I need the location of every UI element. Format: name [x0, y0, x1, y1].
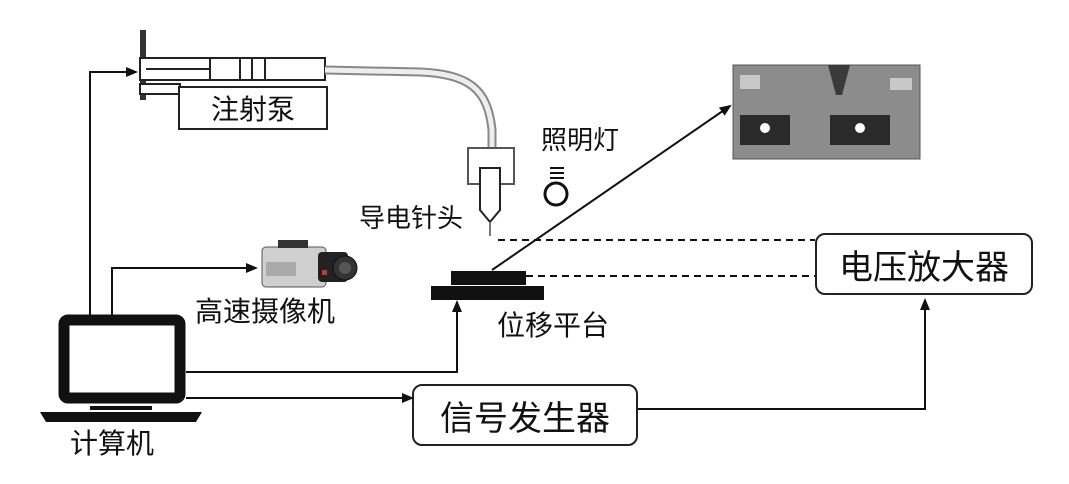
- needle-label: 导电针头: [359, 204, 464, 234]
- bulb-icon: [543, 167, 569, 207]
- amplifier-label: 电压放大器: [839, 247, 1009, 288]
- stage-label: 位移平台: [497, 309, 610, 342]
- amplifier-box: 电压放大器: [815, 233, 1033, 295]
- signal-generator-label: 信号发生器: [440, 398, 610, 439]
- computer-label: 计算机: [70, 427, 155, 460]
- syringe-pump-box: 注射泵: [178, 86, 328, 130]
- arrow-computer-to-camera: [111, 263, 258, 318]
- stage-platform: [431, 271, 544, 300]
- needle-icon: [467, 147, 515, 236]
- arrow-computer-to-stage: [186, 300, 462, 373]
- laptop-icon: [40, 314, 202, 422]
- micrograph-image: [732, 64, 921, 160]
- syringe-pump-label: 注射泵: [210, 93, 295, 126]
- arrow-computer-to-pump: [89, 67, 138, 318]
- camera-label: 高速摄像机: [195, 295, 336, 328]
- light-label: 照明灯: [541, 126, 620, 156]
- camera-icon: [261, 240, 358, 288]
- arrow-needle-to-micrograph: [491, 104, 732, 271]
- signal-generator-box: 信号发生器: [412, 384, 638, 446]
- arrow-generator-to-amplifier: [636, 298, 930, 410]
